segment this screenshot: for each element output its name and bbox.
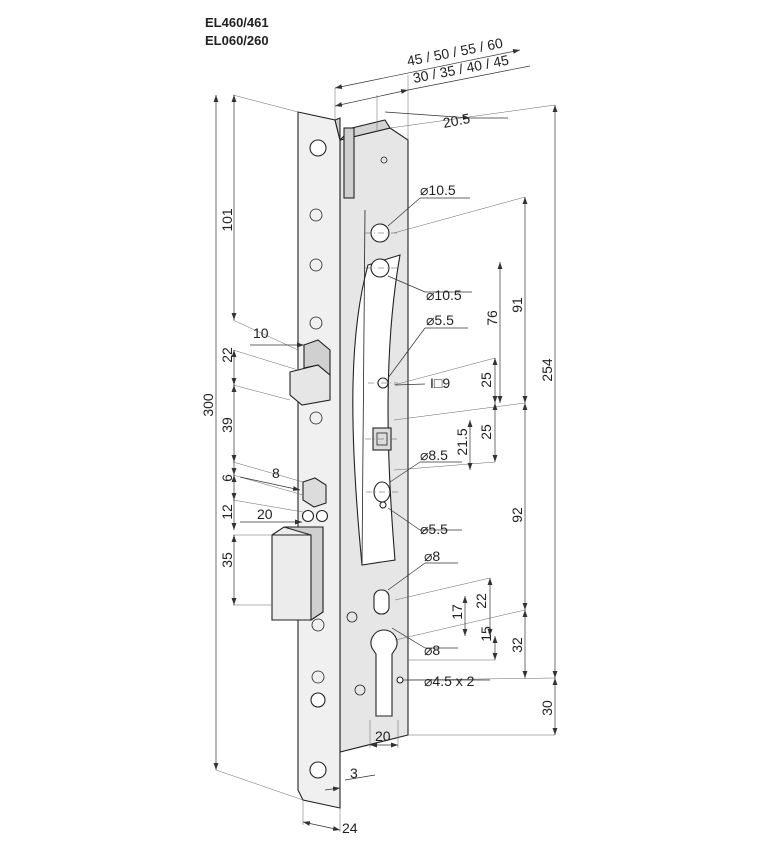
aux-latch-body [302, 477, 327, 508]
dim-dia-8-5: ⌀8.5 [420, 447, 448, 463]
case-edge-line [361, 209, 366, 566]
aux-roller-2 [315, 509, 329, 523]
dim-25-b: 25 [478, 424, 494, 440]
dim-dia-8-bottom: ⌀8 [424, 642, 440, 658]
dim-12: 12 [219, 504, 235, 520]
faceplate [297, 111, 341, 809]
dim-dia-10-5-top: ⌀10.5 [420, 182, 456, 198]
latch-bevel [303, 339, 331, 377]
hole-5-5-bottom [379, 501, 387, 509]
dim-dia-5-5-top: ⌀5.5 [426, 312, 454, 328]
dim-300: 300 [200, 393, 216, 417]
dim-dia-4-5-x-2: ⌀4.5 x 2 [424, 673, 475, 689]
dim-24: 24 [342, 820, 358, 836]
title-model-1: EL460/461 [205, 15, 269, 30]
aux-latch [301, 477, 329, 523]
case-screw-1 [346, 611, 358, 623]
lock-case [338, 119, 409, 753]
dim-30: 30 [539, 700, 555, 716]
dim-25-a: 25 [478, 372, 494, 388]
dim-dia-8-top: ⌀8 [424, 548, 440, 564]
dim-21-5: 21.5 [454, 428, 470, 455]
centre-lines [365, 232, 400, 493]
faceplate-screw-hole-1 [309, 139, 327, 157]
deadbolt [271, 526, 324, 622]
faceplate-screw-7 [311, 670, 325, 684]
dim-20-left: 20 [257, 506, 273, 522]
dim-101: 101 [219, 208, 235, 232]
dim-254: 254 [539, 358, 555, 382]
dimension-labels: 45 / 50 / 55 / 60 30 / 35 / 40 / 45 20.5… [200, 35, 555, 836]
dim-6: 6 [219, 474, 235, 482]
dim-35: 35 [219, 552, 235, 568]
case-screw-2 [354, 684, 366, 696]
dim-15: 15 [478, 626, 494, 642]
latch-body [289, 364, 331, 406]
title-model-2: EL060/260 [205, 33, 269, 48]
aux-roller-1 [301, 509, 315, 523]
dim-32: 32 [509, 637, 525, 653]
dimension-lines [213, 49, 558, 831]
case-top-block [343, 127, 355, 199]
dim-3: 3 [350, 765, 358, 781]
dim-10: 10 [253, 325, 269, 341]
dim-dia-5-5-bottom: ⌀5.5 [420, 521, 448, 537]
dim-22-left: 22 [219, 347, 235, 363]
faceplate-screw-3 [309, 258, 323, 272]
faceplate-screw-hole-8 [310, 692, 326, 708]
cylinder-cutout [370, 629, 398, 717]
case-screw-3 [380, 156, 388, 164]
dim-20-5: 20.5 [442, 110, 472, 131]
dim-92: 92 [509, 507, 525, 523]
hole-4-5 [396, 676, 404, 684]
faceplate-screw-2 [309, 208, 323, 222]
dim-square-9: I□9 [430, 375, 450, 391]
faceplate-side-top [334, 117, 341, 141]
faceplate-screw-4 [309, 316, 323, 330]
dim-8: 8 [272, 465, 280, 481]
dim-39: 39 [219, 417, 235, 433]
dim-22-right: 22 [473, 593, 489, 609]
dim-76: 76 [484, 310, 500, 326]
dim-17: 17 [449, 604, 465, 620]
faceplate-screw-5 [309, 411, 323, 425]
dim-20-bottom: 20 [375, 728, 391, 744]
dim-91: 91 [509, 297, 525, 313]
faceplate-screw-6 [311, 618, 325, 632]
hole-8-top [373, 589, 390, 615]
faceplate-screw-hole-9 [309, 761, 327, 779]
dim-dia-10-5-bottom: ⌀10.5 [426, 287, 462, 303]
deadbolt-side [283, 526, 324, 622]
latch [289, 339, 331, 406]
